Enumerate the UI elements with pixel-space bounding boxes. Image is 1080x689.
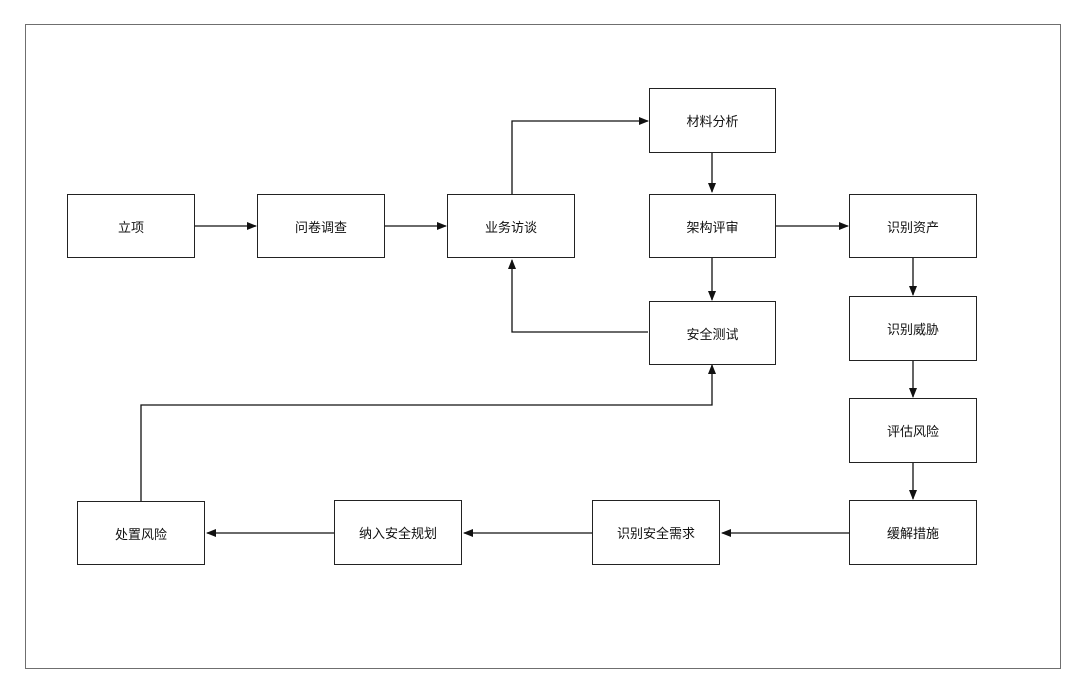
node-security-test: 安全测试 xyxy=(649,301,776,365)
node-identify-assets: 识别资产 xyxy=(849,194,977,258)
node-project-init: 立项 xyxy=(67,194,195,258)
node-assess-risk: 评估风险 xyxy=(849,398,977,463)
edge-handle-risk-to-security-test xyxy=(140,364,716,501)
edge-business-interview-to-material-analysis xyxy=(511,117,649,194)
node-architecture-review: 架构评审 xyxy=(649,194,776,258)
node-business-interview: 业务访谈 xyxy=(447,194,575,258)
edge-security-test-to-business-interview xyxy=(508,259,648,333)
node-identify-security-requirements: 识别安全需求 xyxy=(592,500,720,565)
node-include-security-plan: 纳入安全规划 xyxy=(334,500,462,565)
node-material-analysis: 材料分析 xyxy=(649,88,776,153)
node-mitigation: 缓解措施 xyxy=(849,500,977,565)
node-identify-threats: 识别威胁 xyxy=(849,296,977,361)
diagram-frame xyxy=(25,24,1061,669)
node-handle-risk: 处置风险 xyxy=(77,501,205,565)
node-questionnaire: 问卷调查 xyxy=(257,194,385,258)
